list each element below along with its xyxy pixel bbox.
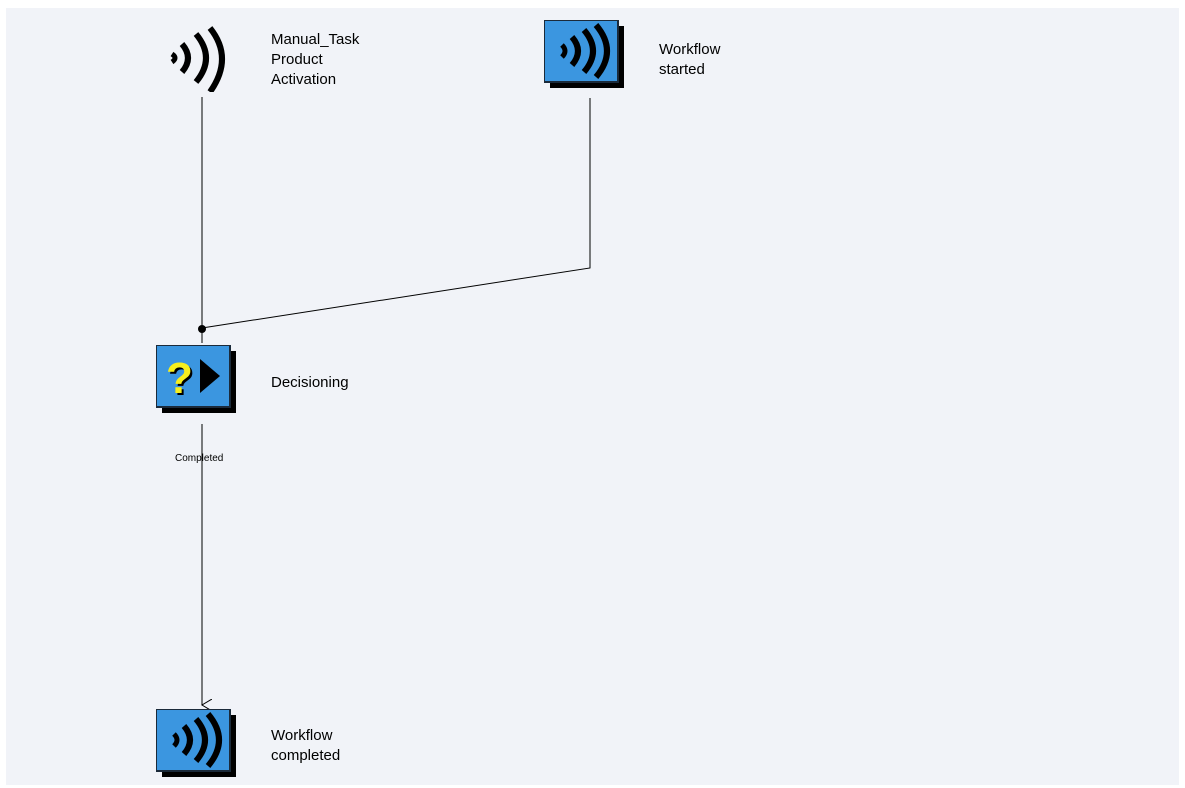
node-label-workflow-started: Workflow started — [659, 41, 721, 78]
node-workflow-completed[interactable] — [155, 708, 236, 777]
node-label-decisioning: Decisioning — [271, 374, 349, 391]
node-manual-task[interactable] — [160, 24, 240, 94]
signal-waves-icon — [543, 19, 624, 88]
signal-waves-icon — [155, 708, 236, 777]
node-label-manual-task: Manual_Task Product Activation — [271, 31, 360, 88]
node-decisioning[interactable]: ? ? — [155, 344, 236, 413]
svg-text:?: ? — [166, 354, 193, 403]
decision-question-arrow-icon: ? ? — [155, 344, 236, 413]
edge-label-completed: Completed — [175, 453, 224, 464]
node-label-workflow-completed: Workflow completed — [271, 727, 341, 764]
node-workflow-started[interactable] — [543, 19, 624, 88]
svg-text:?: ? — [168, 356, 195, 405]
signal-waves-icon — [170, 26, 225, 94]
